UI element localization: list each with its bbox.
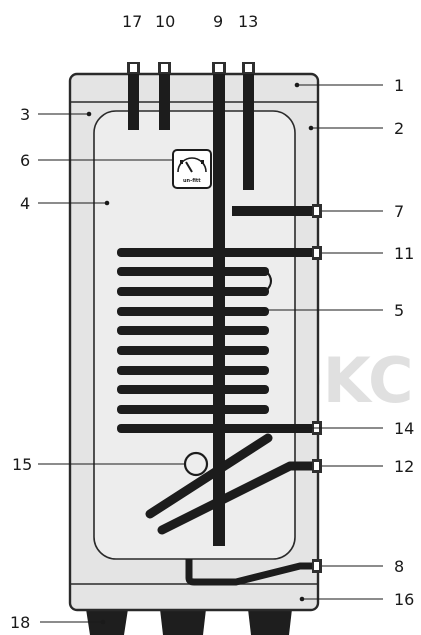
callout-3: 3 xyxy=(20,105,30,124)
callout-18: 18 xyxy=(10,613,30,632)
foot-right xyxy=(248,609,292,635)
gauge-brand: un-fitt xyxy=(183,178,201,184)
top-fittings xyxy=(127,62,255,74)
heating-coil xyxy=(117,248,317,433)
callout-10: 10 xyxy=(155,12,175,31)
callout-2: 2 xyxy=(394,119,404,138)
feet xyxy=(86,609,292,635)
callout-7: 7 xyxy=(394,202,404,221)
callout-8: 8 xyxy=(394,557,404,576)
callout-4: 4 xyxy=(20,194,30,213)
foot-left xyxy=(86,609,128,635)
foot-center xyxy=(160,609,206,635)
callout-1: 1 xyxy=(394,76,404,95)
diagonal-pipes xyxy=(145,433,322,535)
callout-5: 5 xyxy=(394,301,404,320)
pipe-8 xyxy=(185,559,317,586)
callout-9: 9 xyxy=(213,12,223,31)
callout-12: 12 xyxy=(394,457,414,476)
callout-11: 11 xyxy=(394,244,414,263)
thermometer-gauge: un-fitt xyxy=(172,149,212,189)
callout-14: 14 xyxy=(394,419,414,438)
callout-13: 13 xyxy=(238,12,258,31)
callout-17: 17 xyxy=(122,12,142,31)
pipe-10 xyxy=(159,72,170,130)
leader-lines xyxy=(38,82,383,625)
callout-16: 16 xyxy=(394,590,414,609)
pipe-17 xyxy=(128,72,139,130)
pipe-7 xyxy=(232,206,317,216)
sensor-port-15 xyxy=(183,451,209,477)
callout-numbers: 17 10 9 13 1 2 3 6 4 7 11 5 14 15 12 8 1… xyxy=(10,12,414,632)
pipe-13 xyxy=(243,72,254,190)
callout-6: 6 xyxy=(20,151,30,170)
callout-15: 15 xyxy=(12,455,32,474)
